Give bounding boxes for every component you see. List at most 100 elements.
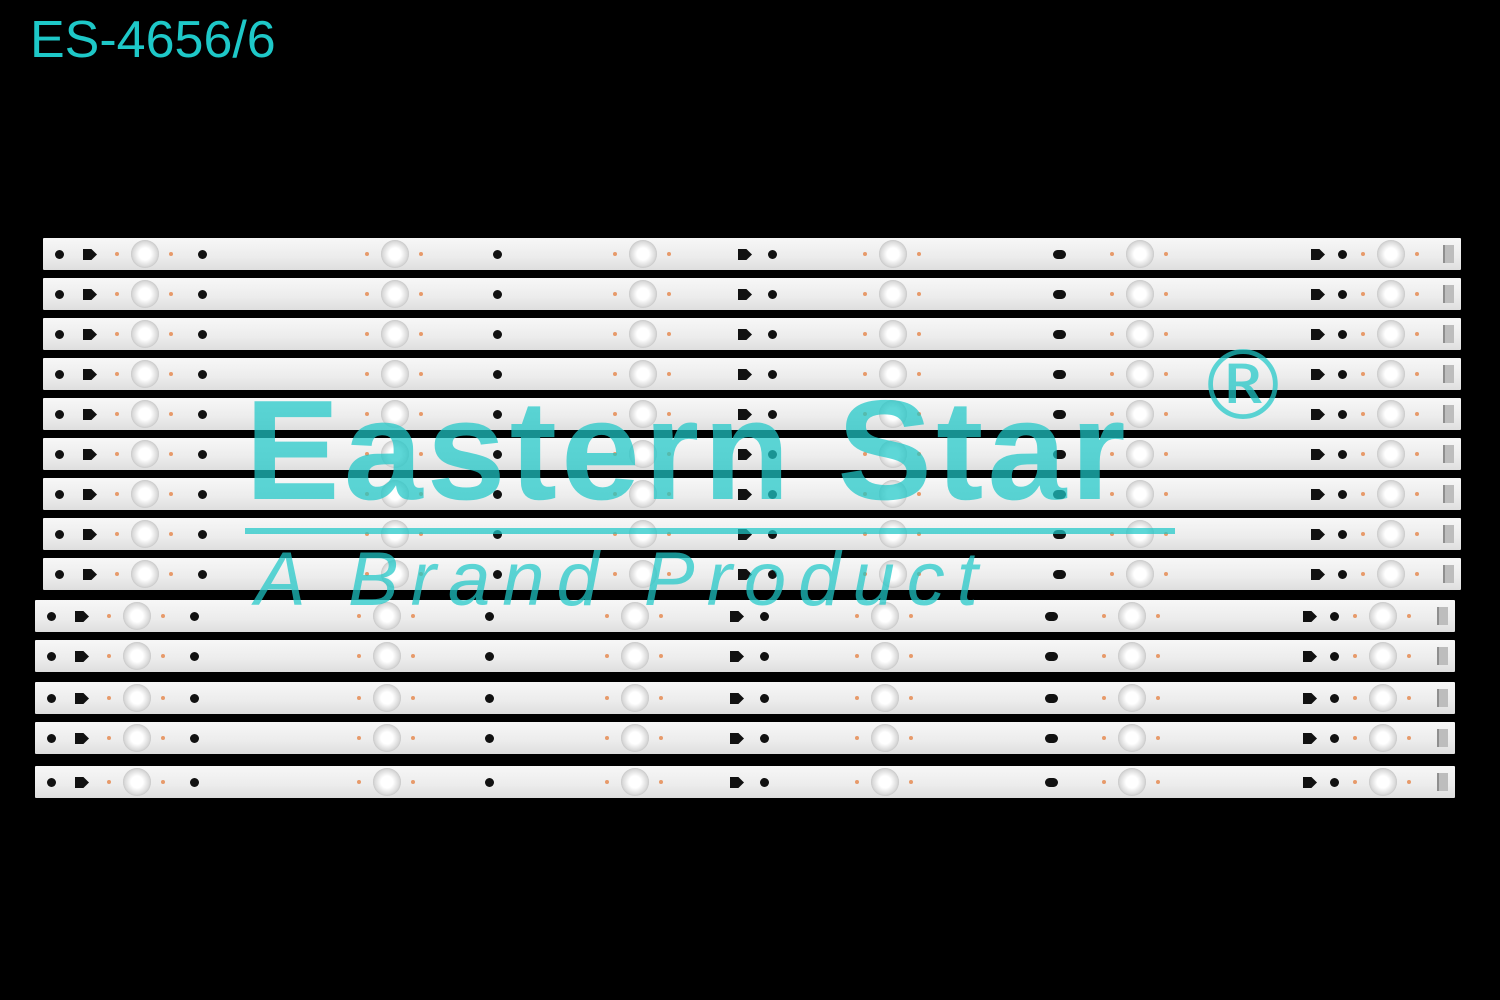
led-lens: [1118, 642, 1146, 670]
watermark-brand: Eastern Star: [245, 371, 1130, 530]
led-marker: [419, 252, 423, 256]
led-marker: [365, 452, 369, 456]
mounting-slot: [1053, 370, 1066, 379]
led-lens: [131, 440, 159, 468]
led-marker: [613, 532, 617, 536]
led-marker: [1361, 532, 1365, 536]
mounting-hole: [190, 734, 199, 743]
led-marker: [169, 492, 173, 496]
led-marker: [863, 292, 867, 296]
led-marker: [169, 252, 173, 256]
led-marker: [357, 736, 361, 740]
led-strip: [43, 438, 1461, 470]
connector: [1437, 647, 1448, 665]
mounting-hole: [190, 652, 199, 661]
mounting-slot: [83, 489, 97, 500]
mounting-hole: [198, 410, 207, 419]
connector: [1437, 729, 1448, 747]
mounting-slot: [1045, 694, 1058, 703]
led-marker: [667, 292, 671, 296]
led-marker: [107, 696, 111, 700]
led-lens: [123, 642, 151, 670]
mounting-slot: [1311, 529, 1325, 540]
led-marker: [169, 572, 173, 576]
mounting-hole: [485, 612, 494, 621]
mounting-hole: [190, 778, 199, 787]
led-lens: [123, 768, 151, 796]
led-marker: [1102, 780, 1106, 784]
mounting-slot: [738, 409, 752, 420]
led-marker: [1361, 452, 1365, 456]
mounting-hole: [55, 250, 64, 259]
led-marker: [613, 412, 617, 416]
led-marker: [863, 572, 867, 576]
led-lens: [629, 240, 657, 268]
mounting-slot: [1303, 651, 1317, 662]
led-marker: [613, 452, 617, 456]
mounting-slot: [738, 329, 752, 340]
led-marker: [1353, 654, 1357, 658]
mounting-hole: [493, 570, 502, 579]
led-lens: [1377, 280, 1405, 308]
led-lens: [381, 440, 409, 468]
led-strip: [43, 398, 1461, 430]
led-lens: [131, 320, 159, 348]
watermark-underline: [245, 528, 1175, 534]
led-lens: [131, 560, 159, 588]
led-marker: [1102, 696, 1106, 700]
led-marker: [115, 492, 119, 496]
led-marker: [365, 532, 369, 536]
mounting-hole: [493, 530, 502, 539]
mounting-slot: [738, 529, 752, 540]
mounting-slot: [738, 449, 752, 460]
mounting-hole: [768, 450, 777, 459]
led-marker: [1415, 332, 1419, 336]
mounting-slot: [1311, 489, 1325, 500]
mounting-hole: [768, 530, 777, 539]
led-lens: [131, 480, 159, 508]
led-strip: [43, 558, 1461, 590]
led-marker: [1361, 252, 1365, 256]
led-lens: [1118, 768, 1146, 796]
led-lens: [621, 724, 649, 752]
mounting-slot: [730, 777, 744, 788]
mounting-hole: [485, 778, 494, 787]
led-lens: [1126, 520, 1154, 548]
led-lens: [879, 520, 907, 548]
led-strip: [35, 600, 1455, 632]
led-marker: [605, 736, 609, 740]
led-marker: [1164, 452, 1168, 456]
mounting-slot: [1303, 693, 1317, 704]
led-marker: [917, 412, 921, 416]
led-lens: [131, 280, 159, 308]
led-marker: [169, 292, 173, 296]
led-marker: [107, 614, 111, 618]
led-marker: [107, 654, 111, 658]
led-marker: [1164, 332, 1168, 336]
led-lens: [1377, 440, 1405, 468]
led-marker: [667, 252, 671, 256]
mounting-slot: [1045, 612, 1058, 621]
led-lens: [381, 520, 409, 548]
product-code: ES-4656/6: [30, 11, 276, 69]
connector: [1443, 525, 1454, 543]
mounting-hole: [768, 490, 777, 499]
led-marker: [1361, 492, 1365, 496]
led-strip: [43, 278, 1461, 310]
led-lens: [1126, 240, 1154, 268]
mounting-slot: [83, 329, 97, 340]
mounting-hole: [1330, 734, 1339, 743]
led-marker: [605, 654, 609, 658]
mounting-slot: [1053, 490, 1066, 499]
led-lens: [1369, 602, 1397, 630]
led-marker: [365, 372, 369, 376]
mounting-slot: [83, 529, 97, 540]
led-lens: [629, 560, 657, 588]
led-marker: [1164, 572, 1168, 576]
led-marker: [357, 780, 361, 784]
led-lens: [381, 400, 409, 428]
mounting-hole: [1338, 570, 1347, 579]
connector: [1443, 445, 1454, 463]
mounting-hole: [1338, 410, 1347, 419]
